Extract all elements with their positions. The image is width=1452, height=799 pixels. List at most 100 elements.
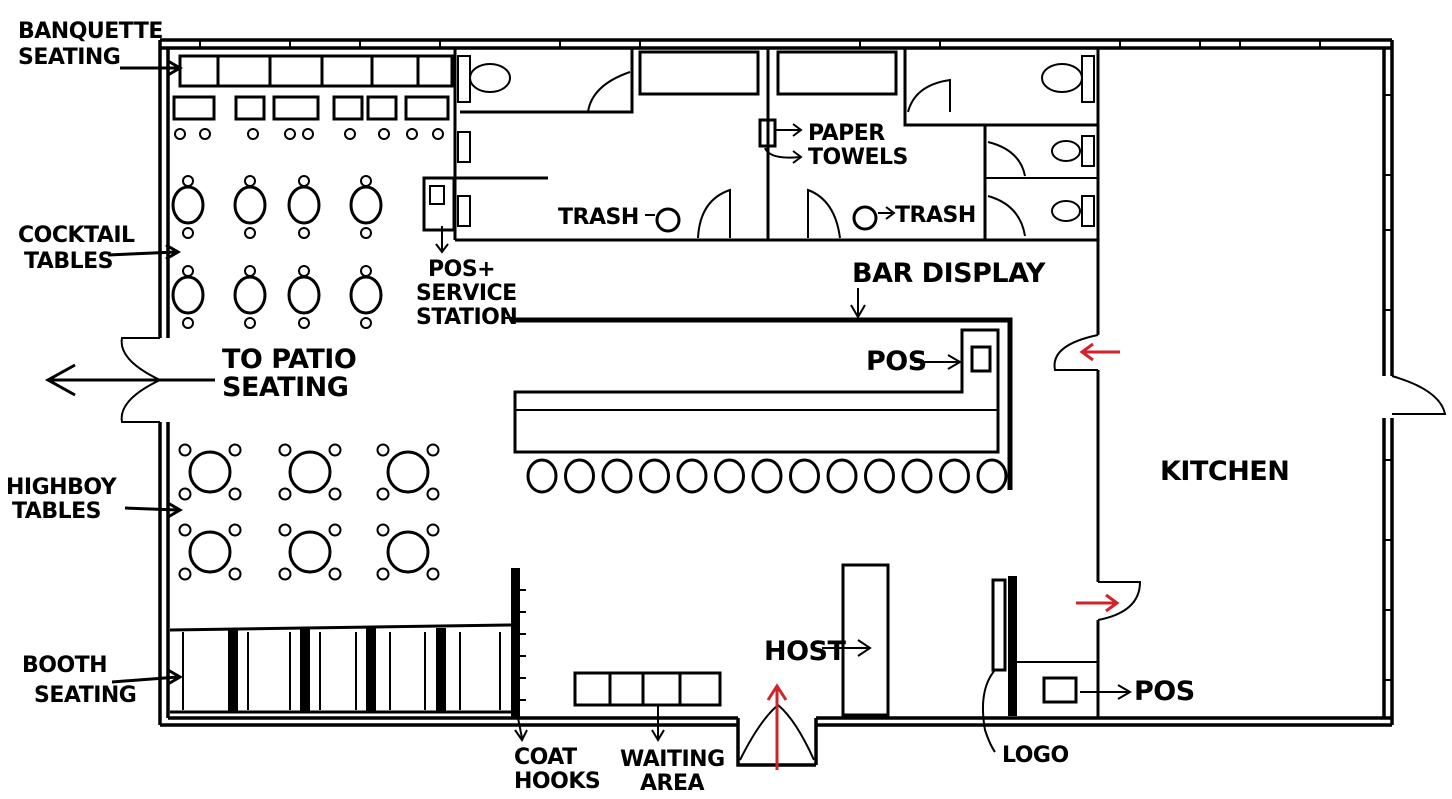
highboy-chair xyxy=(376,487,390,501)
label-pos-station-1: POS+ xyxy=(428,257,495,282)
label-highboy-2: TABLES xyxy=(12,499,101,524)
label-waiting-2: AREA xyxy=(640,771,704,796)
cocktail-table xyxy=(171,185,205,225)
highboy-chair xyxy=(328,487,342,501)
patio-door xyxy=(120,337,161,423)
window-tick xyxy=(1384,609,1392,681)
label-bar-display: BAR DISPLAY xyxy=(852,258,1046,289)
bar-stool xyxy=(564,458,595,494)
logo-wall xyxy=(982,576,1098,753)
cocktail-chair xyxy=(360,317,372,329)
banquette-table xyxy=(172,95,216,121)
highboy-chair xyxy=(426,567,440,581)
window-tick xyxy=(859,40,941,48)
highboy-chair xyxy=(426,523,440,537)
window-tick xyxy=(1384,94,1392,176)
label-cocktail-2: TABLES xyxy=(24,249,113,274)
window-tick xyxy=(199,40,291,48)
banquette-chair xyxy=(344,128,356,140)
cocktail-table xyxy=(287,275,321,315)
cocktail-table xyxy=(233,275,267,315)
highboy-chair xyxy=(178,523,192,537)
label-pos-bar: POS xyxy=(866,346,927,377)
highboy-tables xyxy=(178,443,440,581)
bar-stool xyxy=(939,458,970,494)
bar-stool xyxy=(789,458,820,494)
label-highboy-1: HIGHBOY xyxy=(6,475,118,500)
cocktail-chair xyxy=(298,227,310,239)
service-station xyxy=(422,176,456,254)
label-arrows xyxy=(107,59,1132,700)
label-banquette-1: BANQUETTE xyxy=(18,19,163,44)
label-coat-2: HOOKS xyxy=(514,769,600,794)
label-booth-1: BOOTH xyxy=(22,653,107,678)
highboy-table xyxy=(188,450,232,494)
window-tick xyxy=(359,40,441,48)
bar-stool xyxy=(751,458,783,494)
restroom-block xyxy=(453,48,1098,242)
banquette-table xyxy=(366,95,398,121)
kitchen-exterior-door xyxy=(1391,375,1447,415)
cocktail-table xyxy=(233,185,267,225)
banquette-chair xyxy=(247,128,259,140)
entry-double-door xyxy=(739,704,815,761)
label-host: HOST xyxy=(764,636,846,667)
cocktail-chair xyxy=(244,175,256,187)
cocktail-table xyxy=(287,185,321,225)
cocktail-table xyxy=(349,185,383,225)
highboy-chair xyxy=(328,567,342,581)
kitchen-wall xyxy=(1053,48,1142,718)
highboy-chair xyxy=(178,567,192,581)
highboy-table xyxy=(386,450,430,494)
highboy-chair xyxy=(376,523,390,537)
label-banquette-2: SEATING xyxy=(18,45,120,70)
bar-stool xyxy=(639,458,670,494)
highboy-chair xyxy=(328,443,342,457)
label-waiting-1: WAITING xyxy=(620,747,725,772)
window-tick xyxy=(1384,459,1392,541)
highboy-chair xyxy=(278,567,292,581)
highboy-chair xyxy=(376,567,390,581)
bar-stool xyxy=(601,458,633,494)
label-kitchen: KITCHEN xyxy=(1160,456,1289,487)
highboy-chair xyxy=(278,487,292,501)
cocktail-chair xyxy=(298,265,310,277)
label-patio-1: TO PATIO xyxy=(222,344,356,375)
bar-stool xyxy=(976,458,1008,494)
highboy-chair xyxy=(178,443,192,457)
highboy-chair xyxy=(228,567,242,581)
text-labels: BANQUETTE SEATING COCKTAIL TABLES TO PAT… xyxy=(6,19,1290,796)
highboy-chair xyxy=(328,523,342,537)
window-tick xyxy=(559,40,641,48)
cocktail-chair xyxy=(360,227,372,239)
banquette-chair xyxy=(302,128,314,140)
bar-stool xyxy=(526,458,558,494)
highboy-chair xyxy=(228,523,242,537)
patio-arrow xyxy=(44,363,215,397)
window-tick xyxy=(1384,229,1392,311)
label-trash-right: TRASH xyxy=(895,203,976,228)
banquette-chair xyxy=(432,128,444,140)
banquette-chair xyxy=(199,128,211,140)
highboy-table xyxy=(288,530,332,574)
window-tick xyxy=(1119,40,1201,48)
cocktail-chair xyxy=(182,175,194,187)
cocktail-chair xyxy=(298,317,310,329)
bar-stool xyxy=(901,458,933,494)
label-trash-left: TRASH xyxy=(558,205,639,230)
bar-counter xyxy=(513,317,1013,490)
entry-arrow xyxy=(766,683,788,770)
cocktail-table xyxy=(349,275,383,315)
highboy-chair xyxy=(376,443,390,457)
label-pos-station-3: STATION xyxy=(416,305,517,330)
banquette-table xyxy=(234,95,266,121)
banquette-chair xyxy=(174,128,186,140)
label-cocktail-1: COCKTAIL xyxy=(18,223,135,248)
window-ticks xyxy=(199,40,1392,681)
banquette-chair xyxy=(284,128,296,140)
cocktail-tables xyxy=(171,175,383,329)
highboy-chair xyxy=(278,523,292,537)
label-pos-station-2: SERVICE xyxy=(416,281,517,306)
cocktail-chair xyxy=(182,227,194,239)
banquette-seating xyxy=(178,54,454,88)
